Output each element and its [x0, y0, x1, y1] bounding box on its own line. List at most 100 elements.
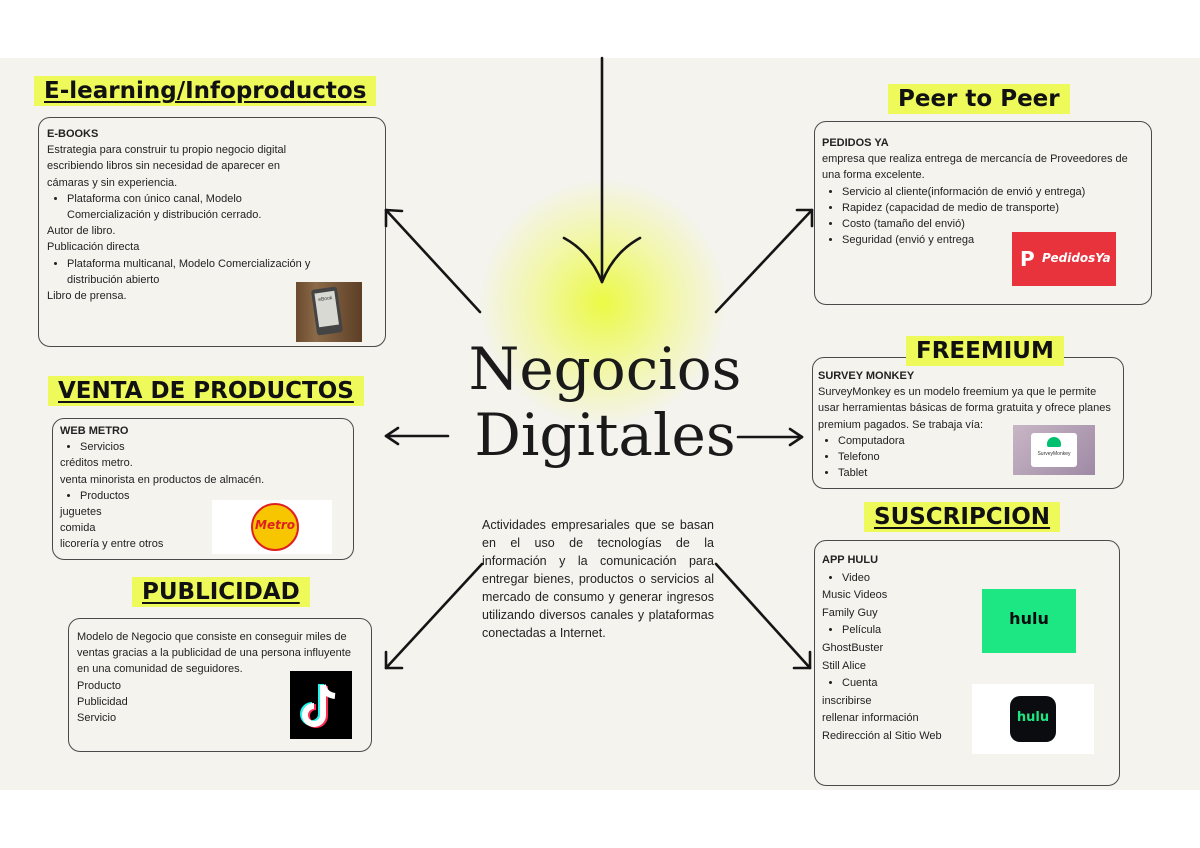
list-item: Plataforma multicanal, Modelo Comerciali…: [67, 256, 367, 288]
elearning-press: Libro de prensa.: [47, 290, 127, 303]
venta-line-1: créditos metro.: [60, 457, 133, 470]
venta-content: WEB METRO Servicios créditos metro. vent…: [60, 423, 340, 553]
arrow-peer-head: [795, 208, 814, 228]
publicidad-line-2: Publicidad: [77, 695, 128, 708]
elearning-intro: Estrategia para construir tu propio nego…: [47, 144, 287, 189]
elearning-list-1: Plataforma con único canal, Modelo Comer…: [47, 191, 377, 223]
elearning-box: [38, 117, 386, 347]
pedidosya-logo: P PedidosYa: [1012, 232, 1116, 286]
suscripcion-line-5: inscribirse: [822, 694, 872, 707]
surveymonkey-screen: SurveyMonkey: [1031, 433, 1077, 467]
freemium-list: Computadora Telefono Tablet: [818, 433, 1118, 482]
elearning-list-2: Plataforma multicanal, Modelo Comerciali…: [47, 256, 377, 288]
suscripcion-line-4: Still Alice: [822, 659, 867, 672]
arrow-venta-head: [384, 426, 400, 446]
elearning-heading: E-BOOKS: [47, 128, 99, 140]
hulu-logo-text-1: hulu: [1009, 609, 1049, 628]
metro-logo: Metro: [212, 500, 332, 554]
venta-label: VENTA DE PRODUCTOS: [48, 376, 364, 406]
hulu-app-icon: hulu: [1010, 696, 1056, 742]
surveymonkey-logo-text: SurveyMonkey: [1037, 451, 1071, 457]
peer-heading: PEDIDOS YA: [822, 137, 889, 149]
arrow-elearning-head: [384, 208, 404, 228]
publicidad-content: Modelo de Negocio que consiste en conseg…: [77, 629, 363, 726]
publicidad-intro: Modelo de Negocio que consiste en conseg…: [77, 631, 351, 676]
ebook-image: eBook: [296, 282, 362, 342]
peer-box: [814, 121, 1152, 305]
center-title: Negocios Digitales: [440, 336, 770, 468]
list-item: Tablet: [838, 465, 1118, 481]
list-item: Telefono: [838, 449, 1118, 465]
elearning-content: E-BOOKS Estrategia para construir tu pro…: [47, 126, 377, 304]
list-item: Servicio al cliente(información de envió…: [842, 184, 1144, 200]
arrow-top-head: [562, 236, 642, 284]
list-item: Servicios: [80, 439, 340, 455]
venta-heading: WEB METRO: [60, 425, 129, 437]
center-description: Actividades empresariales que se basan e…: [482, 518, 714, 640]
arrow-peer-line: [714, 208, 814, 314]
peer-label: Peer to Peer: [888, 84, 1070, 114]
pedidosya-logo-text: PedidosYa: [1042, 251, 1111, 265]
suscripcion-line-6: rellenar información: [822, 712, 919, 725]
arrow-elearning-line: [384, 208, 482, 314]
publicidad-line-1: Producto: [77, 679, 122, 692]
arrow-publicidad-head: [384, 650, 404, 670]
arrow-suscripcion-head: [792, 650, 812, 670]
arrow-suscripcion-line: [714, 562, 812, 670]
suscripcion-heading: APP HULU: [822, 554, 879, 566]
peer-list: Servicio al cliente(información de envió…: [822, 184, 1144, 249]
surveymonkey-icon: [1047, 437, 1061, 447]
list-item: Video: [842, 570, 992, 588]
hulu-app-icon-tile: hulu: [972, 684, 1094, 754]
venta-line-4: comida: [60, 522, 96, 535]
hulu-logo-green: hulu: [982, 589, 1076, 653]
title-line-1: Negocios: [468, 335, 742, 403]
pedidosya-p-icon: P: [1020, 247, 1035, 271]
venta-line-5: licorería y entre otros: [60, 538, 164, 551]
tiktok-icon: [300, 684, 336, 728]
venta-list-2: Productos: [60, 488, 340, 504]
suscripcion-list-1: Video: [822, 570, 992, 588]
venta-list-1: Servicios: [60, 439, 340, 455]
suscripcion-list-2: Película: [822, 622, 992, 640]
surveymonkey-logo: SurveyMonkey: [1013, 425, 1095, 475]
list-item: Plataforma con único canal, Modelo Comer…: [67, 191, 327, 223]
peer-intro: empresa que realiza entrega de mercancía…: [822, 153, 1128, 182]
tiktok-logo: [290, 671, 352, 739]
venta-line-2: venta minorista en productos de almacén.: [60, 473, 265, 486]
suscripcion-line-1: Music Videos: [822, 589, 888, 602]
venta-box: [52, 418, 354, 560]
arrow-publicidad-line: [384, 562, 484, 670]
suscripcion-line-7: Redirección al Sitio Web: [822, 729, 942, 742]
freemium-intro: SurveyMonkey es un modelo freemium ya qu…: [818, 386, 1111, 431]
list-item: Productos: [80, 488, 340, 504]
suscripcion-list-3: Cuenta: [822, 675, 992, 693]
publicidad-line-3: Servicio: [77, 712, 117, 725]
elearning-label: E-learning/Infoproductos: [34, 76, 377, 106]
suscripcion-content: APP HULU Video Music Videos Family Guy P…: [822, 552, 992, 746]
list-item: Computadora: [838, 433, 1118, 449]
title-line-2: Digitales: [474, 401, 736, 469]
suscripcion-line-3: GhostBuster: [822, 641, 884, 654]
publicidad-label: PUBLICIDAD: [132, 577, 310, 607]
freemium-label: FREEMIUM: [906, 336, 1064, 366]
suscripcion-label: SUSCRIPCION: [864, 502, 1061, 532]
freemium-heading: SURVEY MONKEY: [818, 370, 915, 382]
publicidad-box: [68, 618, 372, 752]
elearning-direct: Publicación directa: [47, 241, 140, 254]
list-item: Costo (tamaño del envió): [842, 216, 1144, 232]
list-item: Seguridad (envió y entrega: [842, 232, 1144, 248]
list-item: Rapidez (capacidad de medio de transport…: [842, 200, 1144, 216]
list-item: Película: [842, 622, 992, 640]
freemium-content: SURVEY MONKEY SurveyMonkey es un modelo …: [818, 368, 1118, 481]
suscripcion-box: [814, 540, 1120, 786]
peer-content: PEDIDOS YA empresa que realiza entrega d…: [822, 135, 1144, 248]
list-item: Cuenta: [842, 675, 992, 693]
hulu-logo-text-2: hulu: [1016, 710, 1050, 725]
suscripcion-line-2: Family Guy: [822, 606, 878, 619]
metro-logo-text: Metro: [255, 518, 295, 532]
arrow-freemium-head: [788, 427, 804, 447]
elearning-author: Autor de libro.: [47, 225, 116, 238]
venta-line-3: juguetes: [60, 506, 102, 519]
